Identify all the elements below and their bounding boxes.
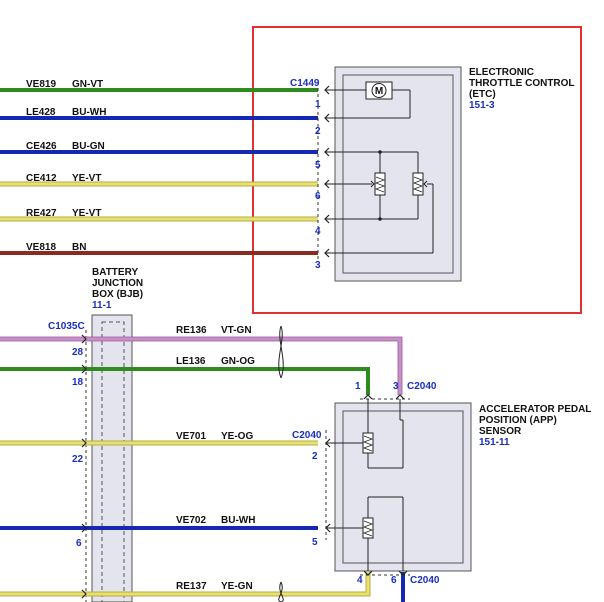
app-pin-arrows xyxy=(325,394,408,576)
svg-text:BATTERY: BATTERY xyxy=(92,267,138,278)
etc-potentiometer-2 xyxy=(412,172,428,196)
etc-component-body xyxy=(334,66,462,282)
app-internal-circuit xyxy=(326,399,404,571)
bjb-pin-numbers: 28 18 22 6 xyxy=(72,347,84,549)
app-connector-top-label: C2040 xyxy=(407,381,437,392)
svg-text:CE426: CE426 xyxy=(26,141,57,152)
twisted-pair-markers xyxy=(278,325,284,602)
bjb-pin-arrows xyxy=(81,334,87,599)
etc-title: ELECTRONIC THROTTLE CONTROL (ETC) 151-3 xyxy=(469,67,575,111)
svg-text:18: 18 xyxy=(72,377,84,388)
etc-wires xyxy=(0,88,318,255)
wire-re136 xyxy=(0,337,402,395)
etc-ref: 151-3 xyxy=(469,100,495,111)
svg-text:2: 2 xyxy=(315,126,321,137)
svg-text:LE136: LE136 xyxy=(176,356,206,367)
app-wires xyxy=(0,336,405,602)
svg-text:JUNCTION: JUNCTION xyxy=(92,278,143,289)
svg-text:ACCELERATOR PEDAL: ACCELERATOR PEDAL xyxy=(479,404,591,415)
etc-connector-label: C1449 xyxy=(290,78,320,89)
etc-pin-numbers: 1 2 5 6 4 3 xyxy=(315,99,321,271)
svg-text:RE137: RE137 xyxy=(176,581,207,592)
svg-text:1: 1 xyxy=(355,381,361,392)
svg-text:4: 4 xyxy=(357,575,363,586)
svg-text:BU-WH: BU-WH xyxy=(72,107,106,118)
app-pin-numbers: 1 3 2 5 4 6 xyxy=(312,381,399,586)
svg-text:GN-VT: GN-VT xyxy=(72,79,103,90)
etc-wire-labels: VE819 GN-VT LE428 BU-WH CE426 BU-GN CE41… xyxy=(26,79,106,253)
svg-text:2: 2 xyxy=(312,451,318,462)
app-ref: 151-11 xyxy=(479,437,510,448)
svg-text:6: 6 xyxy=(315,191,321,202)
svg-text:6: 6 xyxy=(391,575,397,586)
etc-internal-circuit xyxy=(325,89,434,254)
etc-potentiometer-1 xyxy=(370,172,386,196)
svg-text:YE-OG: YE-OG xyxy=(221,431,253,442)
app-connector-bottom-label: C2040 xyxy=(410,575,440,586)
svg-text:5: 5 xyxy=(312,537,318,548)
svg-text:BN: BN xyxy=(72,242,86,253)
bjb-title: BATTERY JUNCTION BOX (BJB) 11-1 xyxy=(92,267,143,311)
svg-text:BU-WH: BU-WH xyxy=(221,515,255,526)
motor-symbol: M xyxy=(365,81,393,100)
app-wire-labels: RE136 VT-GN LE136 GN-OG VE701 YE-OG VE70… xyxy=(176,325,255,592)
highlight-frame xyxy=(252,26,582,314)
app-potentiometer-2 xyxy=(362,517,374,539)
svg-text:22: 22 xyxy=(72,454,84,465)
svg-text:BU-GN: BU-GN xyxy=(72,141,105,152)
bjb-component-body xyxy=(91,314,133,602)
svg-text:5: 5 xyxy=(315,160,321,171)
svg-text:SENSOR: SENSOR xyxy=(479,426,522,437)
svg-text:6: 6 xyxy=(76,538,82,549)
svg-text:VE702: VE702 xyxy=(176,515,206,526)
wire-re137 xyxy=(0,572,370,596)
svg-text:(ETC): (ETC) xyxy=(469,89,496,100)
bjb-connector-label: C1035C xyxy=(48,321,85,332)
svg-text:ELECTRONIC: ELECTRONIC xyxy=(469,67,534,78)
svg-text:YE-VT: YE-VT xyxy=(72,208,101,219)
bjb-ref: 11-1 xyxy=(92,300,112,311)
svg-text:VE819: VE819 xyxy=(26,79,56,90)
etc-component-inner xyxy=(342,74,454,274)
etc-pin-arrows xyxy=(324,85,330,258)
svg-text:POSITION (APP): POSITION (APP) xyxy=(479,415,557,426)
svg-text:VE818: VE818 xyxy=(26,242,56,253)
svg-text:CE412: CE412 xyxy=(26,173,57,184)
svg-text:YE-GN: YE-GN xyxy=(221,581,253,592)
svg-text:LE428: LE428 xyxy=(26,107,56,118)
motor-label: M xyxy=(375,86,383,97)
wire-le136 xyxy=(0,367,370,395)
svg-text:RE136: RE136 xyxy=(176,325,207,336)
svg-text:3: 3 xyxy=(393,381,399,392)
svg-text:VE701: VE701 xyxy=(176,431,206,442)
svg-text:28: 28 xyxy=(72,347,84,358)
svg-text:BOX (BJB): BOX (BJB) xyxy=(92,289,143,300)
app-title: ACCELERATOR PEDAL POSITION (APP) SENSOR … xyxy=(479,404,591,448)
svg-text:THROTTLE CONTROL: THROTTLE CONTROL xyxy=(469,78,575,89)
svg-text:4: 4 xyxy=(315,226,321,237)
svg-text:RE427: RE427 xyxy=(26,208,57,219)
app-connector-mid-label: C2040 xyxy=(292,430,322,441)
svg-text:YE-VT: YE-VT xyxy=(72,173,101,184)
svg-text:3: 3 xyxy=(315,260,321,271)
svg-text:GN-OG: GN-OG xyxy=(221,356,255,367)
svg-text:VT-GN: VT-GN xyxy=(221,325,252,336)
app-potentiometer-1 xyxy=(362,432,374,454)
svg-text:1: 1 xyxy=(315,99,321,110)
